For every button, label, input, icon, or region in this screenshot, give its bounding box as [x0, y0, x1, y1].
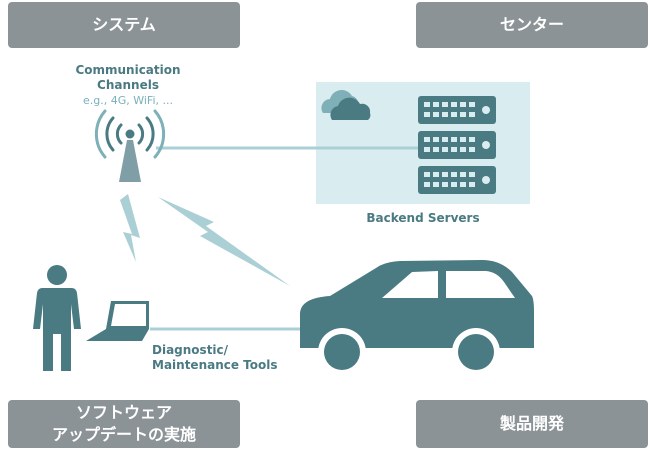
server-icon [418, 96, 496, 194]
diag-line1: Diagnostic/ [152, 343, 229, 357]
diag-line2: Maintenance Tools [152, 358, 278, 372]
product-dev-label: 製品開発 [499, 414, 564, 433]
software-update-line2: アップデートの実施 [51, 425, 196, 444]
software-update-box: ソフトウェア アップデートの実施 [8, 400, 240, 448]
comm-line1: Communication [75, 63, 181, 77]
diagnostic-tools-label: Diagnostic/ Maintenance Tools [152, 343, 278, 373]
product-dev-box: 製品開発 [416, 400, 648, 448]
lightning-icon [158, 197, 290, 286]
person-icon [33, 265, 81, 371]
system-box: システム [8, 2, 240, 48]
lightning-icon [120, 194, 140, 262]
system-box-label: システム [92, 15, 156, 34]
laptop-icon [86, 301, 149, 341]
center-box: センター [416, 2, 648, 48]
center-box-label: センター [499, 15, 564, 34]
comm-line2: Channels [97, 78, 159, 92]
communication-channels-label: Communication Channels e.g., 4G, WiFi, .… [60, 63, 196, 108]
comm-examples: e.g., 4G, WiFi, ... [82, 94, 173, 107]
software-update-line1: ソフトウェア [75, 403, 172, 422]
cloud-icon [321, 90, 371, 120]
tower-icon [94, 109, 166, 182]
backend-servers-label: Backend Servers [366, 211, 480, 225]
car-icon [300, 260, 534, 376]
